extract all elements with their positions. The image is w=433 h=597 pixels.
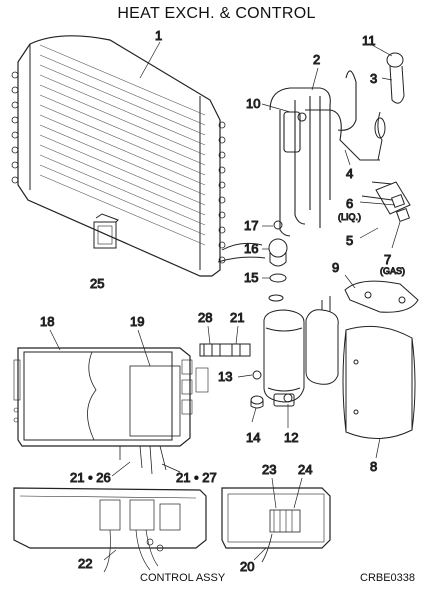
- callout-10: 10: [246, 96, 260, 111]
- label-gas: (GAS): [380, 266, 405, 276]
- page-title: HEAT EXCH. & CONTROL: [117, 5, 316, 22]
- callout-19: 19: [130, 314, 144, 329]
- control-assy-right: [221, 487, 331, 563]
- callout-7: 7: [384, 252, 391, 267]
- callout-15: 15: [244, 270, 258, 285]
- callout-3: 3: [370, 71, 377, 86]
- sound-insulation: [342, 325, 416, 440]
- callout-16: 16: [244, 241, 258, 256]
- callout-24: 24: [298, 462, 312, 477]
- callout-23: 23: [262, 462, 276, 477]
- callout-20: 20: [240, 559, 254, 574]
- callout-2: 2: [313, 52, 320, 67]
- sensor-coil: [374, 52, 405, 161]
- callout-12: 12: [284, 430, 298, 445]
- callout-11: 11: [362, 33, 376, 48]
- callout-21-26: 21 • 26: [70, 470, 111, 485]
- callout-8: 8: [370, 459, 377, 474]
- reactor-part: [93, 213, 119, 249]
- heat-exchanger: [11, 35, 266, 277]
- control-assy-left: [13, 487, 207, 573]
- callout-13: 13: [218, 369, 232, 384]
- control-box: [13, 347, 209, 475]
- nut-parts: [250, 370, 264, 409]
- callout-28: 28: [198, 310, 212, 325]
- callout-9: 9: [332, 260, 339, 275]
- callout-14: 14: [246, 430, 260, 445]
- compressor: [263, 296, 339, 407]
- label-liq: (LIQ.): [338, 212, 361, 222]
- callout-18: 18: [40, 314, 54, 329]
- callout-17: 17: [244, 218, 258, 233]
- callout-5: 5: [346, 233, 353, 248]
- service-valve-block: [361, 181, 411, 223]
- piping-assembly: [269, 70, 380, 237]
- callout-4: 4: [346, 166, 353, 181]
- control-assy-caption: CONTROL ASSY: [140, 572, 226, 584]
- callout-22: 22: [78, 556, 92, 571]
- callout-21-27: 21 • 27: [176, 470, 217, 485]
- callout-25: 25: [90, 276, 104, 291]
- top-cover: [344, 280, 419, 313]
- terminal-block: [199, 343, 251, 357]
- drawing-code: CRBE0338: [360, 572, 416, 584]
- filter-parts: [268, 220, 288, 302]
- callout-6: 6: [346, 196, 353, 211]
- callout-21: 21: [230, 310, 244, 325]
- callout-1: 1: [155, 28, 162, 43]
